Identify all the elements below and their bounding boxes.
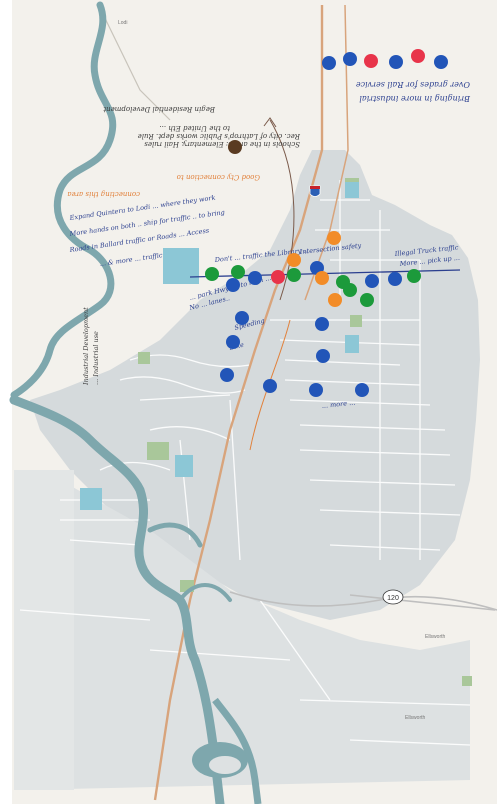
green-dot [287, 268, 301, 282]
red-dot [411, 49, 425, 63]
green-dot [407, 269, 421, 283]
note-orange-1: Good Cty connection to [177, 173, 260, 181]
blue-dot [248, 271, 262, 285]
blue-dot [434, 55, 448, 69]
river-basin-inner [209, 756, 241, 774]
blue-dot [389, 55, 403, 69]
green-dot [360, 293, 374, 307]
blue-dot [226, 278, 240, 292]
blue-dot [322, 56, 336, 70]
place-label-bottom: Ellsworth [405, 715, 426, 721]
note-orange-2: connecting this area [67, 190, 140, 198]
water-bodies [80, 182, 359, 510]
note-top-right-1: Over grades for Rail service [356, 80, 470, 89]
blue-dot [309, 383, 323, 397]
place-label-lower-right: Ellsworth [425, 634, 446, 640]
note-left-vertical-1: Industrial Development [82, 307, 90, 386]
route-shield-label: 120 [387, 595, 399, 602]
river [9, 1, 232, 804]
note-top-right-2: Bringing in more industrial [359, 94, 471, 103]
blue-dot [316, 349, 330, 363]
note-center-9: ... more ... [321, 399, 355, 410]
blue-dot [263, 379, 277, 393]
note-top-left-3: to the United Eth ... [159, 124, 230, 132]
blue-dot [226, 335, 240, 349]
minor-roads [19, 180, 471, 746]
drawn-arrow-head-icon [263, 117, 277, 128]
red-dot [364, 54, 378, 68]
note-top-left-4: Begin Residential Development [103, 105, 216, 113]
orange-dot [287, 253, 301, 267]
west-area [14, 470, 74, 790]
annotations-orange: Good Cty connection to connecting this a… [67, 173, 260, 198]
route-shield-icon [382, 589, 404, 605]
blue-dot [220, 368, 234, 382]
blue-dot [365, 274, 379, 288]
red-dot [271, 270, 285, 284]
green-dot [231, 265, 245, 279]
orange-dot [315, 271, 329, 285]
drawn-arrow-line [269, 119, 295, 301]
blue-dot [235, 311, 249, 325]
annotations-left-vertical: Industrial Development ... Industrial us… [82, 307, 100, 386]
orange-dot [328, 293, 342, 307]
blue-dot [315, 317, 329, 331]
annotations-top-left: Schools in the areas: Elementary. Hail r… [103, 105, 301, 148]
interstate-shield-icon [309, 185, 321, 197]
green-dot [343, 283, 357, 297]
note-top-left-2: Rec. city of Lathrop's Public works dept… [138, 132, 301, 140]
note-top-left-1: Schools in the areas: Elementary. Hail r… [144, 140, 300, 148]
place-label-upper-left: Lodi [118, 20, 127, 26]
city-area-south [20, 480, 470, 790]
note-left-vertical-2: ... Industrial use [92, 331, 100, 385]
brown-dot [228, 140, 242, 154]
annotations-top-right: Over grades for Rail service Bringing in… [356, 80, 471, 103]
green-dot [205, 267, 219, 281]
orange-dot [327, 231, 341, 245]
blue-dot [388, 272, 402, 286]
sticker-dots [205, 49, 448, 397]
river-south-branch [212, 697, 262, 804]
blue-dot [343, 52, 357, 66]
paper-shadow-left [0, 0, 12, 804]
blue-dot [355, 383, 369, 397]
